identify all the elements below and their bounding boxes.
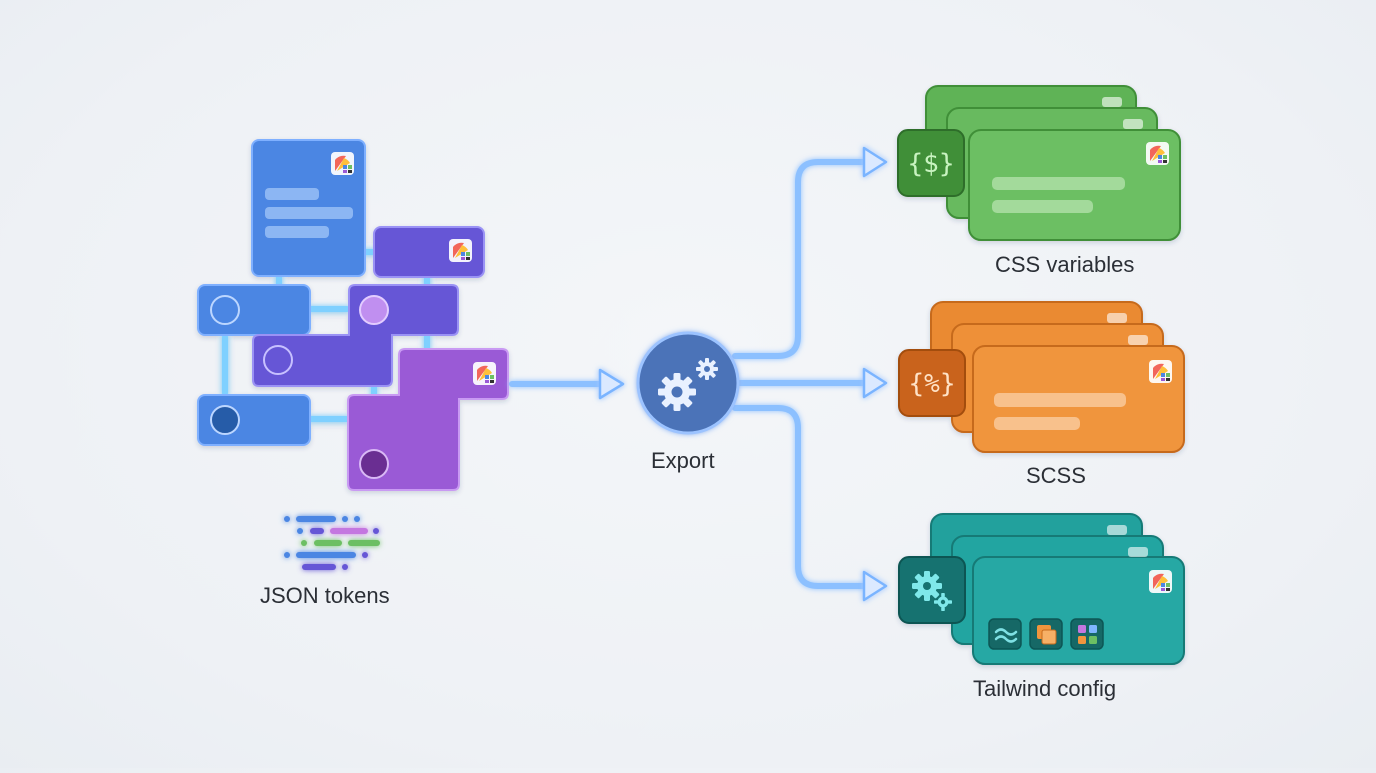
token-group-shape <box>347 348 509 491</box>
palette-icon <box>1149 360 1172 383</box>
token-group-shape <box>252 284 459 387</box>
text-line <box>265 226 329 238</box>
scss-badge-text: {%} <box>909 369 956 399</box>
css-badge <box>897 129 965 197</box>
arrow-head <box>862 146 888 178</box>
text-line <box>994 417 1080 430</box>
output-label-tailwind: Tailwind config <box>973 676 1117 701</box>
cluster-connectors <box>222 249 430 422</box>
output-css-variables <box>897 85 1181 241</box>
token-dot <box>263 345 293 375</box>
layers-icon <box>1029 618 1063 650</box>
css-badge-text: {$} <box>908 149 955 179</box>
text-line <box>994 393 1126 407</box>
grid-icon <box>1070 618 1104 650</box>
export-hub <box>636 331 740 435</box>
wind-icon <box>988 618 1022 650</box>
text-line <box>265 207 353 219</box>
scss-badge <box>898 349 966 417</box>
token-dot <box>359 449 389 479</box>
arrow-export-to-css <box>732 159 873 359</box>
gears-icon <box>658 358 718 411</box>
palette-icon <box>331 152 354 175</box>
palette-icon <box>449 239 472 262</box>
palette-icon <box>1149 570 1172 593</box>
token-dot <box>210 295 240 325</box>
arrow-head <box>862 367 888 399</box>
token-dot <box>210 405 240 435</box>
gear-icon <box>912 571 952 611</box>
source-label: JSON tokens <box>260 583 390 608</box>
export-label: Export <box>651 448 715 473</box>
text-line <box>265 188 319 200</box>
arrow-head <box>862 570 888 602</box>
palette-icon <box>1146 142 1169 165</box>
arrow-export-to-tailwind <box>732 405 873 589</box>
output-label-css: CSS variables <box>995 252 1135 277</box>
palette-icons-outputs <box>1102 97 1172 593</box>
output-label-scss: SCSS <box>1026 463 1086 488</box>
palette-icon <box>473 362 496 385</box>
json-code-icon <box>284 516 380 570</box>
text-line <box>992 200 1093 213</box>
text-line <box>992 177 1125 190</box>
json-token-cluster <box>197 139 509 491</box>
arrow-head <box>598 368 625 400</box>
flow-connectors <box>509 159 873 589</box>
output-tailwind <box>898 513 1185 665</box>
arrow-heads <box>598 146 888 602</box>
token-dot <box>359 295 389 325</box>
